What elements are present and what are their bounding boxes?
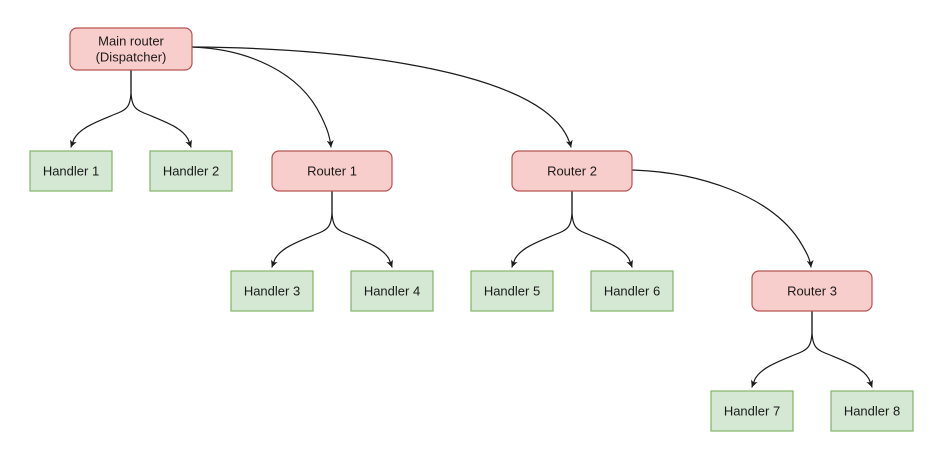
node-handler-8-shape[interactable] [830,390,914,432]
node-router-3[interactable]: Router 3 [751,270,873,312]
node-handler-1[interactable]: Handler 1 [29,150,113,192]
edge-router-2-to-handler-6 [571,190,633,268]
edge-router-1-to-handler-3 [271,190,333,268]
node-handler-8-label: Handler 8 [844,403,900,418]
node-handler-3[interactable]: Handler 3 [230,270,314,312]
node-handler-6[interactable]: Handler 6 [590,270,674,312]
node-router-3-label: Router 3 [787,283,837,298]
edge-main-router-to-router-1 [191,46,334,148]
node-handler-2-shape[interactable] [149,150,233,192]
node-router-3-shape[interactable] [751,270,873,312]
node-router-2[interactable]: Router 2 [511,150,633,192]
node-handler-2-label: Handler 2 [163,163,219,178]
node-router-1-label: Router 1 [307,163,357,178]
node-router-2-label: Router 2 [547,163,597,178]
node-handler-6-label: Handler 6 [604,283,660,298]
node-handler-7-shape[interactable] [710,390,794,432]
node-handler-4-shape[interactable] [350,270,434,312]
edge-main-router-to-router-2 [191,46,573,148]
node-handler-2[interactable]: Handler 2 [149,150,233,192]
node-handler-5-label: Handler 5 [484,283,540,298]
edge-router-2-to-router-3 [631,169,814,268]
edge-layer [70,46,873,388]
node-handler-3-label: Handler 3 [244,283,300,298]
edge-router-3-to-handler-7 [751,310,813,388]
node-handler-8[interactable]: Handler 8 [830,390,914,432]
edge-main-router-to-handler-2 [130,69,192,148]
node-main-router-shape[interactable] [69,27,193,71]
node-layer: Main router (Dispatcher) Handler 1 Handl… [29,27,914,432]
node-router-2-shape[interactable] [511,150,633,192]
node-handler-7[interactable]: Handler 7 [710,390,794,432]
edge-router-1-to-handler-4 [331,190,393,268]
node-main-router-label-line1: Main router [98,33,164,48]
edge-router-3-to-handler-8 [811,310,873,388]
node-main-router[interactable]: Main router (Dispatcher) [69,27,193,71]
node-router-1[interactable]: Router 1 [271,150,393,192]
node-handler-6-shape[interactable] [590,270,674,312]
node-handler-7-label: Handler 7 [724,403,780,418]
node-handler-1-shape[interactable] [29,150,113,192]
edge-main-router-to-handler-1 [70,69,132,148]
node-handler-5-shape[interactable] [470,270,554,312]
edge-router-2-to-handler-5 [511,190,573,268]
node-main-router-label-line2: (Dispatcher) [96,49,167,64]
node-handler-4-label: Handler 4 [364,283,420,298]
node-handler-4[interactable]: Handler 4 [350,270,434,312]
node-handler-5[interactable]: Handler 5 [470,270,554,312]
node-router-1-shape[interactable] [271,150,393,192]
node-handler-3-shape[interactable] [230,270,314,312]
node-handler-1-label: Handler 1 [43,163,99,178]
